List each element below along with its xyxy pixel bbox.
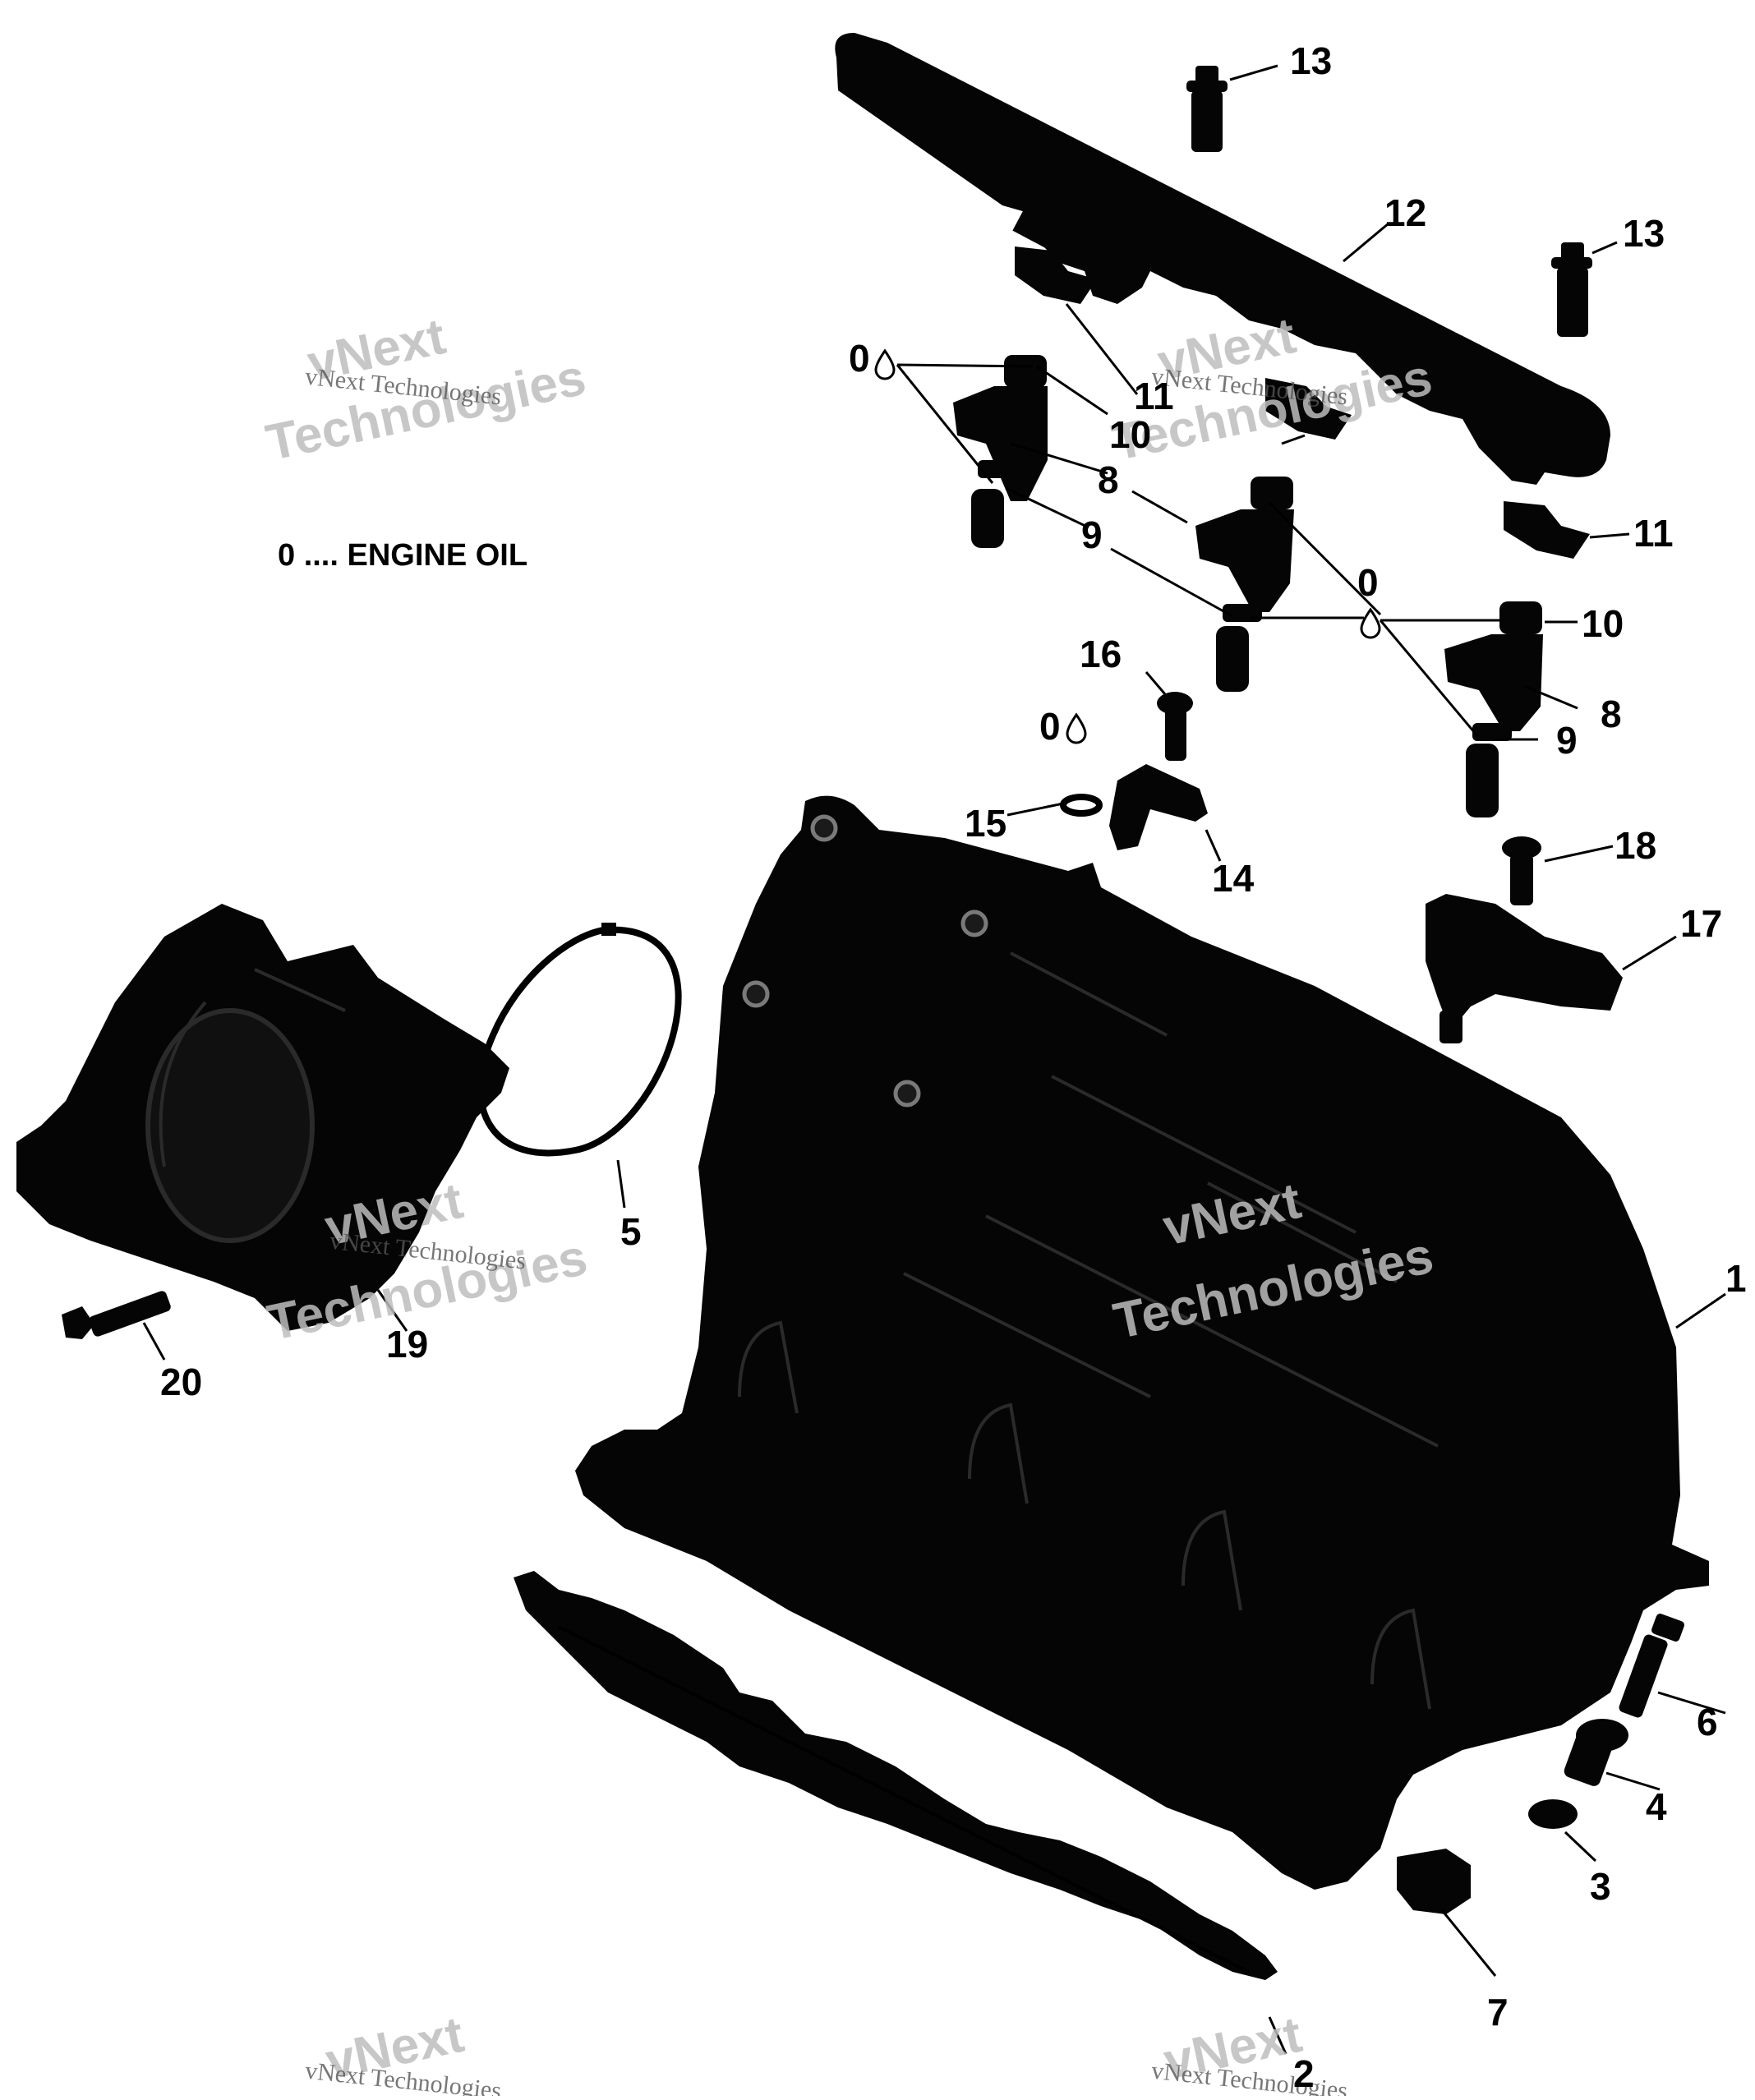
map-sensor-screw	[1502, 836, 1541, 905]
callout-1: 1	[1725, 1257, 1747, 1300]
throttle-bolt	[62, 1291, 171, 1339]
callout-2: 2	[1293, 2052, 1315, 2095]
sensor-o-ring	[1060, 794, 1103, 817]
callout-20: 20	[160, 1361, 202, 1403]
rail-bolt	[1186, 66, 1228, 152]
callout-8: 8	[1098, 458, 1119, 501]
bolt-long	[1619, 1614, 1684, 1718]
callout-9: 9	[1556, 719, 1578, 762]
callout-16: 16	[1080, 633, 1122, 675]
callout-12: 12	[1384, 191, 1426, 234]
spacer-sleeve	[1564, 1719, 1628, 1786]
throttle-body	[16, 904, 509, 1331]
temperature-sensor	[1109, 764, 1208, 850]
callout-7: 7	[1487, 1991, 1509, 2033]
oil-drop-icon	[1066, 712, 1087, 744]
callout-14: 14	[1212, 857, 1255, 900]
callout-11: 11	[1633, 512, 1674, 555]
callout-18: 18	[1615, 824, 1656, 867]
grommet	[1528, 1799, 1578, 1829]
callout-6: 6	[1697, 1701, 1718, 1743]
engine-oil-legend: 0 .... ENGINE OIL	[278, 538, 527, 573]
oil-mark: 0	[1039, 705, 1061, 748]
callout-9: 9	[1081, 513, 1103, 556]
callout-11: 11	[1134, 375, 1174, 417]
injector-clip	[1015, 246, 1097, 304]
oil-drop-icon	[874, 348, 896, 380]
manifold-gasket	[514, 1571, 1278, 1980]
oil-mark: 0	[849, 337, 870, 380]
callout-5: 5	[620, 1210, 642, 1253]
fuel-injector	[953, 355, 1048, 548]
sensor-bolt	[1157, 692, 1193, 761]
fuel-injector	[1195, 477, 1294, 692]
oil-mark: 0	[1357, 561, 1379, 604]
callout-8: 8	[1601, 693, 1622, 735]
callout-10: 10	[1582, 602, 1624, 645]
callout-13: 13	[1623, 212, 1665, 255]
callout-15: 15	[965, 802, 1006, 845]
seal-tab	[601, 923, 616, 936]
injector-clip	[1504, 501, 1590, 559]
callout-4: 4	[1646, 1785, 1667, 1828]
callout-19: 19	[386, 1323, 428, 1365]
throttle-seal	[477, 926, 682, 1157]
callout-10: 10	[1109, 413, 1151, 456]
leader-lines	[142, 64, 1726, 2055]
fuel-rail	[835, 33, 1610, 485]
callout-17: 17	[1680, 902, 1722, 945]
plug	[1397, 1849, 1471, 1914]
injector-clip	[1265, 378, 1352, 440]
rail-bolt	[1551, 242, 1592, 337]
intake-manifold	[575, 795, 1709, 1890]
callout-13: 13	[1290, 39, 1332, 82]
map-sensor	[1426, 894, 1623, 1043]
fuel-injector	[1444, 601, 1543, 817]
callout-3: 3	[1590, 1865, 1611, 1908]
oil-drop-icon	[1360, 607, 1381, 639]
